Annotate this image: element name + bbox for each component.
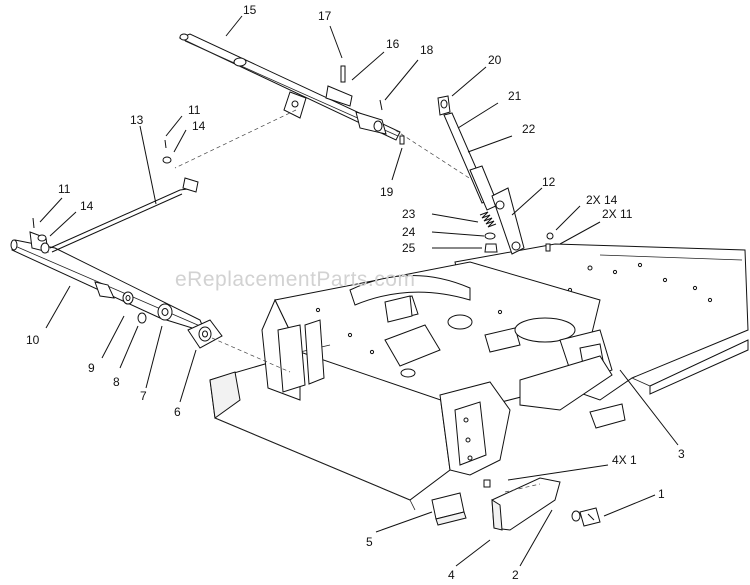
callout-16: 16 [386, 37, 400, 51]
callout-15: 15 [243, 3, 257, 17]
callout-2x11: 2X 11 [602, 207, 633, 221]
callout-6: 6 [174, 405, 181, 419]
callout-3: 3 [678, 447, 685, 461]
callout-8: 8 [113, 375, 120, 389]
callout-17: 17 [318, 9, 332, 23]
callout-14-lower: 14 [80, 199, 94, 213]
callout-23: 23 [402, 207, 416, 221]
callout-2x14: 2X 14 [586, 193, 618, 207]
deck-holes [567, 262, 713, 303]
damper-and-lever [437, 95, 554, 255]
callout-13: 13 [130, 113, 144, 127]
callout-14-upper: 14 [192, 119, 206, 133]
callout-11-upper: 11 [188, 103, 201, 117]
callout-labels: 15 17 16 18 20 21 22 13 11 14 19 12 2X 1… [26, 3, 685, 582]
callout-4: 4 [448, 568, 455, 582]
leader-lines [39, 15, 679, 567]
callout-24: 24 [402, 225, 416, 239]
link-rod [32, 139, 199, 254]
callout-7: 7 [140, 389, 147, 403]
callout-19: 19 [380, 185, 394, 199]
callout-4x1: 4X 1 [612, 453, 637, 467]
frame-bolts [315, 307, 503, 461]
callout-2: 2 [512, 568, 519, 582]
callout-22: 22 [522, 122, 536, 136]
callout-1: 1 [658, 487, 665, 501]
callout-18: 18 [420, 43, 434, 57]
callout-20: 20 [488, 53, 502, 67]
callout-11-lower: 11 [58, 182, 71, 196]
callout-10: 10 [26, 333, 40, 347]
callout-25: 25 [402, 241, 416, 255]
callout-5: 5 [366, 535, 373, 549]
front-bracket-parts [431, 477, 601, 531]
deck-assembly [209, 243, 749, 511]
callout-12: 12 [542, 175, 556, 189]
upper-shaft-assembly [174, 33, 481, 186]
callout-21: 21 [508, 89, 522, 103]
lower-shaft-assembly [10, 231, 291, 373]
callout-9: 9 [88, 361, 95, 375]
watermark-text: eReplacementParts.com [175, 268, 415, 291]
